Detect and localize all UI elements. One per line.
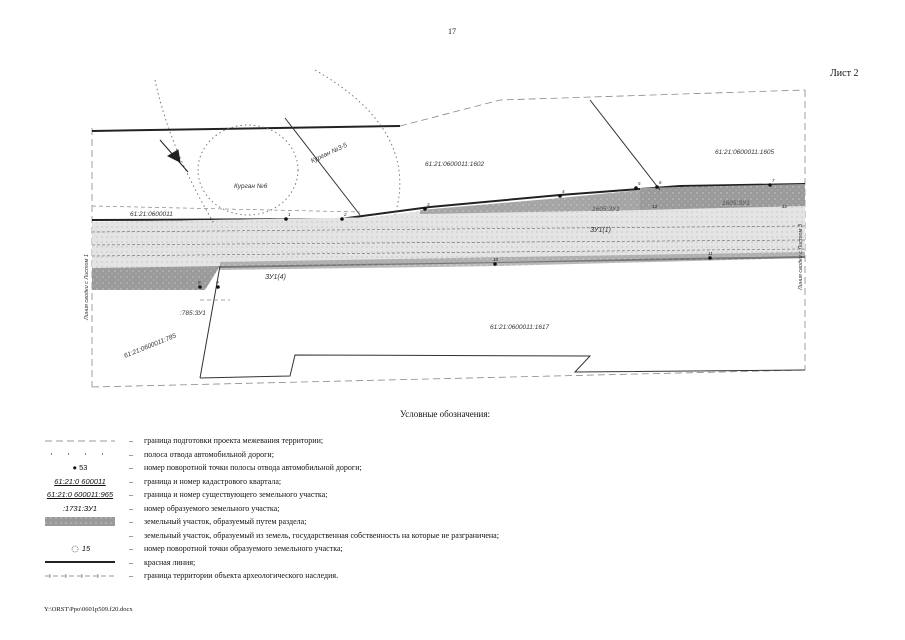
legend-text: полоса отвода автомобильной дороги; — [144, 449, 274, 459]
quarter-label: 61:21:0600011 — [130, 211, 173, 218]
plot-lower — [220, 252, 805, 270]
legend-item: 61:21:0 600011 – граница и номер кадастр… — [40, 475, 880, 489]
turning-point-label: 2 — [343, 212, 347, 217]
side-right-label: Линия сводки с Листом 3 — [798, 223, 804, 291]
legend-item: – граница подготовки проекта межевания т… — [40, 434, 880, 448]
legend-item: ● 53 – номер поворотной точки полосы отв… — [40, 461, 880, 475]
parcel-1617-label: 61:21:0600011:1617 — [490, 324, 550, 331]
road-band — [92, 210, 805, 268]
zu1-4-label: ЗУ1(4) — [265, 274, 286, 281]
side-left-label: Линия сводки с Листом 1 — [84, 254, 90, 321]
legend-text: красная линия; — [144, 557, 196, 567]
legend-title: Условные обозначения: — [400, 409, 491, 419]
legend-symbol-red-line — [40, 556, 120, 570]
turning-point-label: 8 — [198, 280, 201, 285]
zu1-label: ЗУ1(1) — [590, 227, 611, 234]
legend-item: – полоса отвода автомобильной дороги; — [40, 448, 880, 462]
legend-symbol-road-point: ● 53 — [72, 463, 88, 473]
legend-symbol-quarter: 61:21:0 600011 — [54, 476, 106, 486]
road-turning-points — [198, 183, 772, 289]
legend-item: – земельный участок, образуемый путем ра… — [40, 515, 880, 529]
plot-mid — [420, 190, 640, 214]
footer-path: Y:\ORST\Ppo\0601p509.f20.docx — [44, 606, 133, 613]
legend-text: земельный участок, образуемый из земель,… — [144, 530, 499, 540]
legend-text: номер поворотной точки образуемого земел… — [144, 544, 343, 554]
legend: – граница подготовки проекта межевания т… — [40, 434, 880, 583]
legend-text: номер поворотной точки полосы отвода авт… — [144, 463, 362, 473]
parcel-1602-label: 61:21:0600011:1602 — [425, 161, 485, 168]
parcel-boundaries — [199, 99, 806, 379]
legend-symbol-division-plot — [40, 515, 120, 529]
turning-point-label: 6 — [659, 180, 662, 185]
legend-symbol-project-boundary — [40, 434, 120, 448]
legend-symbol-state-plot — [40, 529, 120, 543]
legend-text: граница территории объекта археологическ… — [144, 571, 339, 581]
parcel-785-label: 61:21:0600011:785 — [123, 332, 177, 359]
legend-item: 61:21:0 600011:965 – граница и номер сущ… — [40, 488, 880, 502]
legend-item: :1731:ЗУ1 – номер образуемого земельного… — [40, 502, 880, 516]
turning-point-label: 4 — [562, 189, 565, 194]
north-arrow-icon — [159, 139, 189, 173]
kurgan-6-label: Курган №6 — [234, 183, 268, 190]
legend-symbol-new-plot: :1731:ЗУ1 — [62, 503, 98, 513]
turning-point-label: 11 — [708, 251, 713, 256]
plot-right — [640, 184, 805, 210]
legend-item: 15 – номер поворотной точки образуемого … — [40, 542, 880, 556]
legend-text: земельный участок, образуемый путем разд… — [144, 517, 307, 527]
parcel-1605-label: 61:21:0600011:1605 — [715, 149, 775, 156]
turning-point-label: 12 — [782, 204, 788, 209]
legend-text: номер образуемого земельного участка; — [144, 503, 280, 513]
cadastral-map: Курган №3-5 Курган №6 61:21:0600011:1602… — [84, 69, 806, 388]
legend-text: граница и номер существующего земельного… — [144, 490, 328, 500]
turning-point-label: 5 — [638, 181, 641, 186]
plot-1605-b-label: 1605:ЗУ1 — [722, 200, 750, 207]
legend-item: – граница территории объекта археологиче… — [40, 569, 880, 583]
sheet-label: Лист 2 — [830, 68, 859, 79]
plot-1605-a-label: 1605:ЗУ1 — [592, 206, 620, 213]
legend-text: граница и номер кадастрового квартала; — [144, 476, 282, 486]
heritage-boundary — [154, 69, 401, 226]
legend-symbol-parcel: 61:21:0 600011:965 — [46, 490, 114, 500]
legend-symbol-plot-point: 15 — [40, 542, 120, 556]
legend-symbol-road-strip — [40, 448, 120, 462]
turning-point-label: 1 — [288, 212, 291, 217]
page-number: 17 — [448, 27, 456, 36]
plot-785-label: :785:ЗУ1 — [180, 310, 206, 317]
turning-point-label: 13 — [652, 204, 658, 209]
turning-point-label: 7 — [772, 178, 775, 183]
legend-item: – земельный участок, образуемый из земел… — [40, 529, 880, 543]
kurgan-3-5-label: Курган №3-5 — [310, 142, 349, 165]
turning-point-label: 9 — [216, 280, 219, 285]
turning-point-label: 3 — [427, 202, 430, 207]
plot-left-shaded — [92, 266, 220, 290]
legend-text: граница подготовки проекта межевания тер… — [144, 436, 324, 446]
legend-item: – красная линия; — [40, 556, 880, 570]
turning-point-label: 10 — [493, 257, 499, 262]
legend-symbol-heritage — [40, 569, 120, 583]
